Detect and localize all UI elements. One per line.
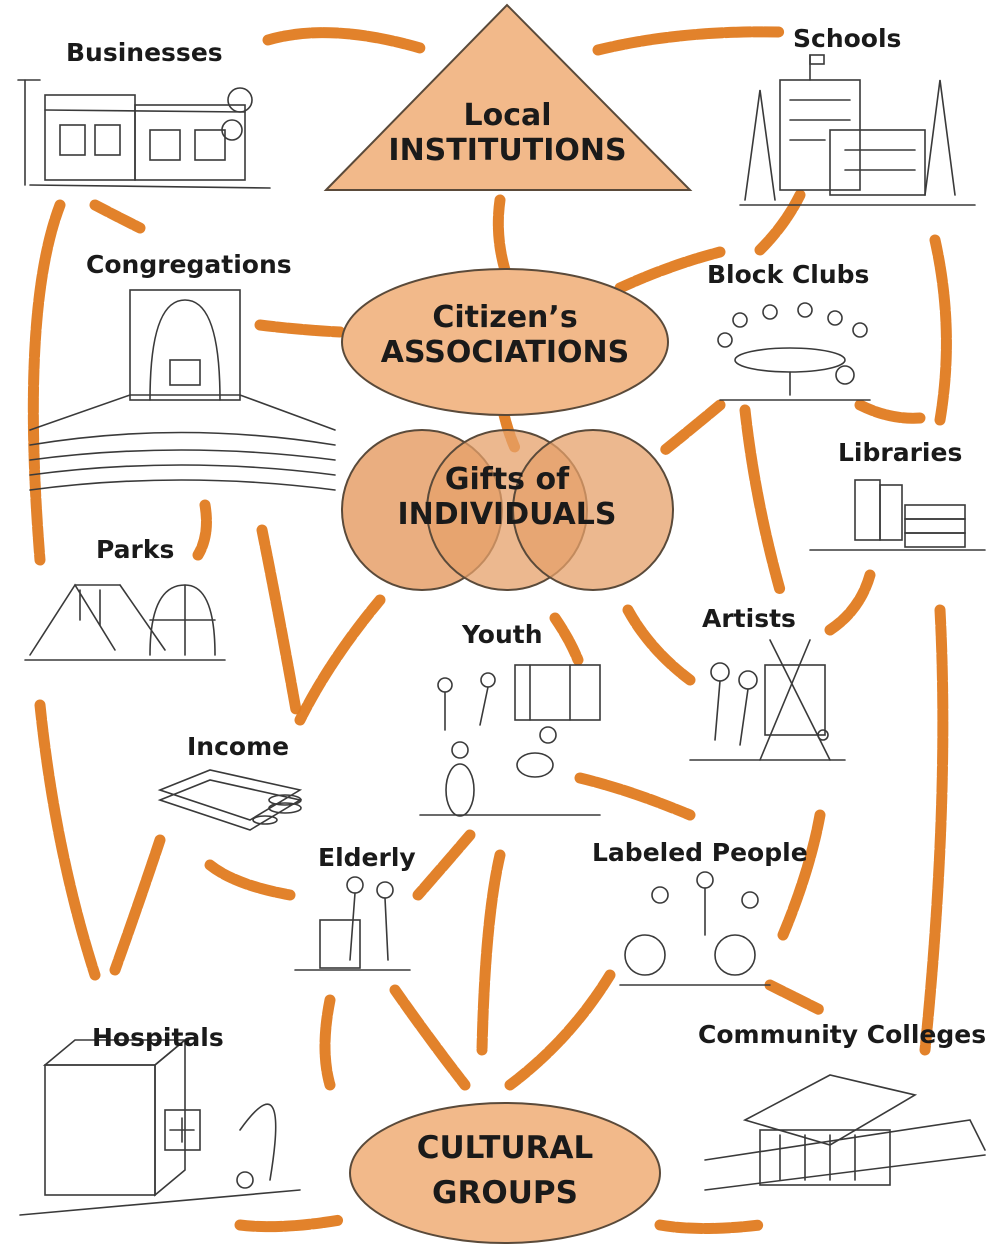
hospitals-sketch [19, 1038, 301, 1216]
individuals-venn [341, 429, 674, 591]
individuals-line1: Gifts of [444, 462, 570, 497]
label-congregations: Congregations [86, 250, 292, 279]
connector-arrow [254, 319, 346, 338]
connector-arrow [319, 994, 336, 1091]
labeled-people-sketch [619, 871, 771, 986]
associations-label: Citizen’s ASSOCIATIONS [345, 300, 665, 371]
label-businesses: Businesses [66, 38, 223, 67]
connector-arrow [764, 979, 826, 1016]
connector-arrow [204, 859, 296, 901]
schools-sketch [739, 54, 976, 206]
connector-arrow [659, 399, 726, 456]
label-income: Income [187, 732, 290, 761]
venn-circle-right [512, 429, 674, 591]
label-artists: Artists [702, 604, 796, 633]
institutions-triangle [323, 3, 693, 191]
cultural-line1: CULTURAL [416, 1130, 594, 1166]
associations-line1: Citizen’s [432, 300, 578, 335]
cultural-line2: GROUPS [432, 1174, 578, 1211]
parks-sketch [24, 583, 226, 661]
associations-line2: ASSOCIATIONS [380, 335, 630, 371]
connector-arrow [256, 524, 302, 716]
institutions-line1: Local [463, 98, 552, 133]
connector-arrow [622, 604, 696, 686]
connector-arrow [89, 199, 146, 234]
connector-arrow [929, 234, 952, 426]
youth-sketch [419, 664, 601, 817]
connector-arrow [504, 969, 616, 1091]
connector-arrow [476, 849, 506, 1056]
label-hospitals: Hospitals [92, 1023, 224, 1052]
label-labeled-people: Labeled People [592, 838, 808, 867]
individuals-label: Gifts of INDIVIDUALS [357, 462, 657, 533]
artists-sketch [689, 639, 846, 761]
community-colleges-sketch [704, 1074, 986, 1191]
connector-arrow [109, 834, 166, 976]
connector-arrow [777, 809, 826, 941]
label-youth: Youth [462, 620, 543, 649]
connector-arrow [27, 199, 66, 566]
label-elderly: Elderly [318, 843, 416, 872]
label-community-colleges: Community Colleges [698, 1020, 987, 1049]
connector-arrow [919, 604, 949, 1056]
connector-arrow [739, 404, 786, 596]
institutions-line2: INSTITUTIONS [388, 133, 627, 169]
connector-arrow [854, 399, 926, 424]
connector-arrow [192, 499, 212, 561]
connector-arrow [614, 246, 726, 294]
connector-arrow [654, 1219, 766, 1234]
libraries-sketch [809, 479, 986, 551]
connector-arrow [294, 594, 386, 726]
connector-arrow [412, 829, 476, 901]
label-libraries: Libraries [838, 438, 963, 467]
associations-ellipse [341, 268, 669, 416]
label-parks: Parks [96, 535, 175, 564]
label-schools: Schools [793, 24, 902, 53]
connector-arrow [574, 772, 696, 821]
elderly-sketch [294, 876, 411, 971]
connector-arrow [824, 569, 876, 636]
income-sketch [157, 769, 303, 831]
individuals-line2: INDIVIDUALS [397, 497, 617, 533]
congregations-sketch [29, 289, 336, 491]
businesses-sketch [17, 79, 271, 189]
connector-arrow [754, 189, 806, 256]
cultural-label: CULTURAL GROUPS [355, 1126, 655, 1216]
connector-arrow [592, 26, 786, 56]
connector-arrow [389, 984, 471, 1091]
connector-arrow [492, 194, 511, 276]
cultural-ellipse [349, 1102, 661, 1244]
connector-arrow [34, 699, 101, 981]
label-block-clubs: Block Clubs [707, 260, 870, 289]
connector-arrow [262, 27, 426, 54]
institutions-label: Local INSTITUTIONS [340, 98, 675, 169]
connector-arrow [549, 612, 584, 666]
connector-arrow [234, 1214, 346, 1233]
connector-arrows [27, 26, 952, 1234]
block-clubs-sketch [717, 302, 871, 401]
